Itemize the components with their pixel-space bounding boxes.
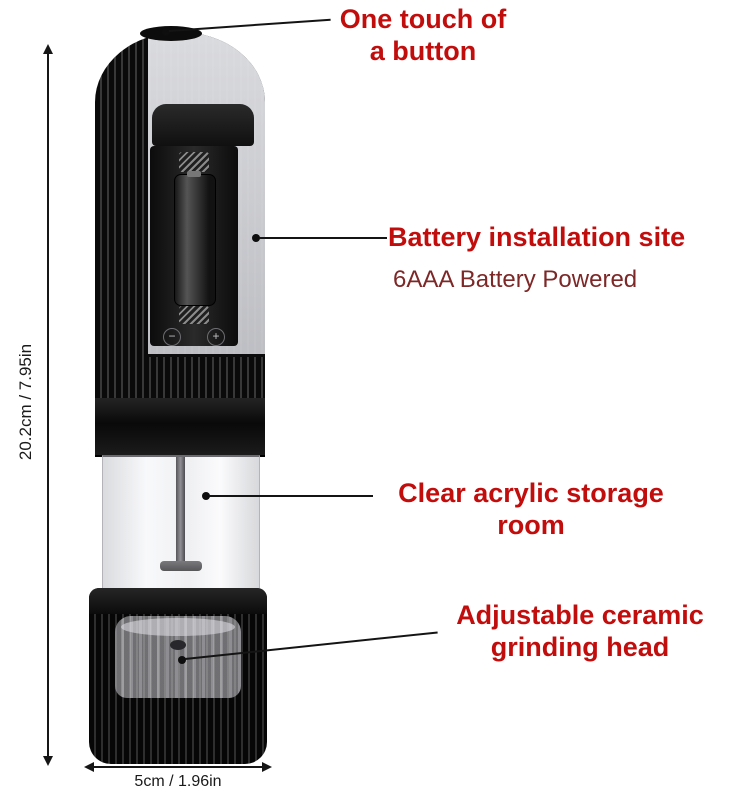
grinding-head-top (121, 618, 235, 636)
arrow-left-icon (84, 762, 94, 772)
grinder-shaft (176, 457, 185, 569)
inner-motor-cap (152, 104, 254, 146)
plus-icon: + (207, 328, 225, 346)
pointer-dot (178, 656, 186, 664)
grinding-head-hole (170, 640, 186, 650)
battery-spring-icon (179, 152, 209, 172)
grinder-stirrer (160, 561, 202, 571)
arrow-right-icon (262, 762, 272, 772)
grinder-upper-body: − + (95, 32, 265, 455)
leader-line (259, 237, 387, 239)
leader-line (209, 495, 373, 497)
callout-one-touch: One touch of a button (339, 4, 507, 66)
arrow-down-icon (43, 756, 53, 766)
callout-storage: Clear acrylic storage room (398, 478, 664, 540)
callout-battery-title: Battery installation site (388, 222, 686, 252)
base-top-band (89, 588, 267, 614)
pointer-dot (162, 28, 170, 36)
grinder-neck (95, 398, 265, 457)
arrow-up-icon (43, 44, 53, 54)
pointer-dot (202, 492, 210, 500)
cutaway-view: − + (148, 32, 265, 357)
height-dimension-label: 20.2cm / 7.95in (16, 343, 35, 461)
leader-line (168, 18, 331, 32)
width-dimension-line (92, 766, 264, 768)
grinder-base (89, 588, 267, 764)
battery-spring-icon (179, 306, 209, 324)
aaa-battery (174, 171, 216, 306)
callout-grinding-head: Adjustable ceramic grinding head (456, 600, 704, 662)
minus-icon: − (163, 328, 181, 346)
pointer-dot (252, 234, 260, 242)
height-dimension-line (47, 52, 49, 758)
callout-battery-subtitle: 6AAA Battery Powered (393, 266, 638, 293)
width-dimension-label: 5cm / 1.96in (134, 773, 222, 790)
acrylic-storage-chamber (102, 455, 260, 592)
battery-polarity-marks: − + (150, 328, 238, 346)
battery-compartment: − + (150, 146, 238, 346)
